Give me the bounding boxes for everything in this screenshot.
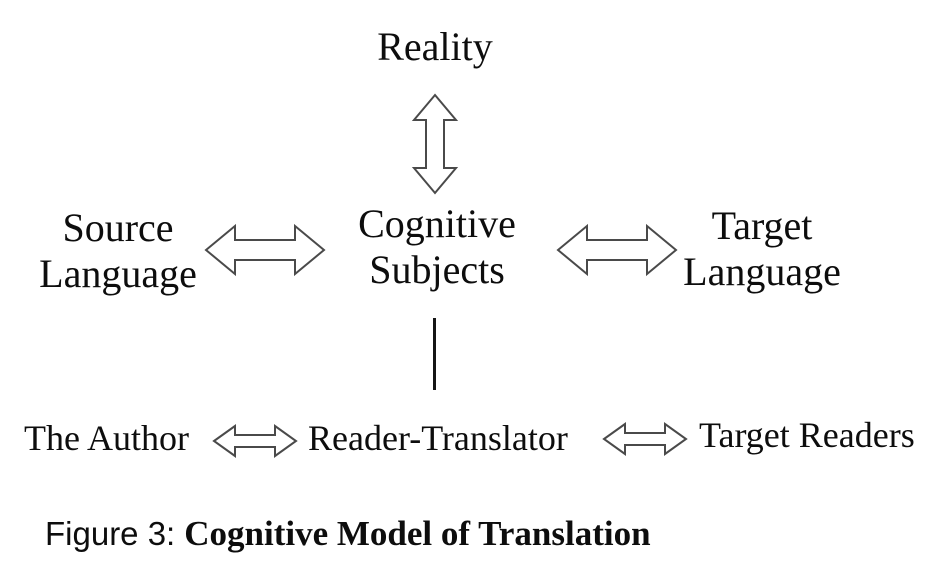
small-double-arrow-shape xyxy=(212,424,298,458)
horizontal-double-arrow-shape xyxy=(204,223,326,277)
node-target-language: Target Language xyxy=(662,203,862,295)
figure-caption: Figure 3:Cognitive Model of Translation xyxy=(45,514,651,554)
figure-caption-label: Figure 3: xyxy=(45,515,176,552)
source-language-line1: Source xyxy=(62,205,174,250)
vertical-double-arrow-shape xyxy=(411,93,459,195)
node-the-author: The Author xyxy=(24,418,189,458)
cognitive-reader-connector-line xyxy=(433,318,436,390)
figure-caption-title: Cognitive Model of Translation xyxy=(184,514,651,553)
source-cognitive-double-arrow-icon xyxy=(204,223,326,277)
small-double-arrow-shape xyxy=(602,422,688,456)
node-cognitive-subjects: Cognitive Subjects xyxy=(337,201,537,293)
horizontal-double-arrow-shape xyxy=(556,223,678,277)
author-reader-double-arrow-icon xyxy=(212,424,298,458)
node-reader-translator: Reader-Translator xyxy=(308,418,568,458)
node-source-language: Source Language xyxy=(18,205,218,297)
cognitive-target-double-arrow-icon xyxy=(556,223,678,277)
source-language-line2: Language xyxy=(39,251,197,296)
node-target-readers: Target Readers xyxy=(699,415,915,455)
reality-cognitive-double-arrow-icon xyxy=(411,93,459,195)
target-language-line2: Language xyxy=(683,249,841,294)
node-reality: Reality xyxy=(377,24,493,69)
cognitive-subjects-line1: Cognitive xyxy=(358,201,516,246)
reader-target-double-arrow-icon xyxy=(602,422,688,456)
cognitive-subjects-line2: Subjects xyxy=(369,247,505,292)
target-language-line1: Target xyxy=(711,203,813,248)
